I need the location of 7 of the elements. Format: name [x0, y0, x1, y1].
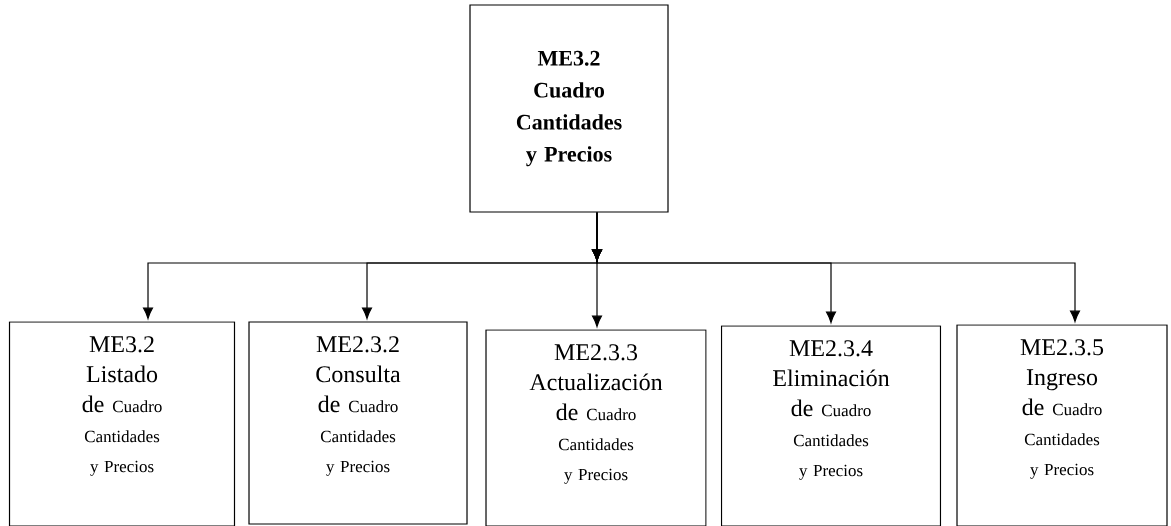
process-box: ME3.2 Listado de Cuadro Cantidades y Precios [8, 321, 236, 526]
arrow [592, 212, 1080, 322]
process-box: ME2.3.4 Eliminación de Cuadro Cantidades y Precios [720, 325, 942, 526]
process-box: ME3.2 Cuadro Cantidades y Precios [469, 4, 669, 213]
process-box: ME2.3.2 Consulta de Cuadro Cantidades y Precios [248, 321, 468, 525]
process-box: ME2.3.3 Actualización de Cuadro Cantidades y Precios [485, 329, 707, 526]
process-box: ME2.3.5 Ingreso de Cuadro Cantidades y Precios [956, 324, 1168, 526]
